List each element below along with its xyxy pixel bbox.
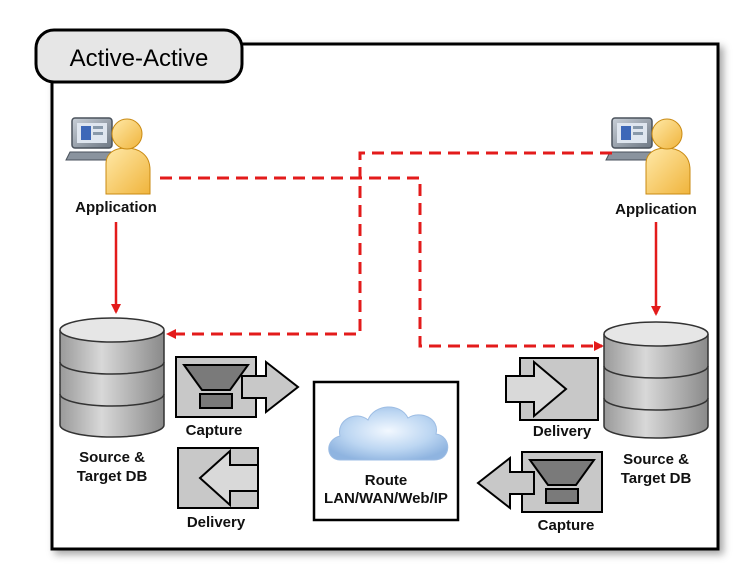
title-tab: Active-Active (34, 28, 244, 84)
route-label-line1: Route (365, 472, 408, 489)
right-application-icon (605, 117, 691, 195)
right-delivery-label: Delivery (533, 423, 592, 440)
left-capture-block (175, 356, 300, 418)
left-app-to-right-db-dashed-arrow (160, 176, 604, 351)
right-capture-arrow-icon (476, 455, 535, 511)
left-database-icon (59, 317, 165, 438)
user-computer-icon (65, 117, 151, 195)
delivery-icon (505, 357, 599, 421)
left-db-label-line1: Source & (79, 449, 145, 466)
right-app-to-left-db-dashed-arrow (166, 151, 612, 339)
right-capture-block (476, 451, 603, 513)
cloud-icon (328, 406, 449, 461)
left-delivery-block (177, 447, 259, 509)
right-delivery-block (505, 357, 599, 421)
right-db-label-line2: Target DB (621, 470, 692, 487)
database-icon (59, 317, 165, 438)
left-application-label: Application (75, 199, 157, 216)
left-application-icon (65, 117, 151, 195)
left-db-label-line2: Target DB (77, 468, 148, 485)
diagram-title: Active-Active (70, 45, 209, 72)
left-delivery-label: Delivery (187, 514, 246, 531)
right-application-label: Application (615, 201, 697, 218)
right-capture-label: Capture (538, 517, 595, 534)
right-db-label-line1: Source & (623, 451, 689, 468)
left-capture-label: Capture (186, 422, 243, 439)
left-capture-arrow-icon (241, 359, 300, 415)
route-box: Route LAN/WAN/Web/IP (312, 380, 460, 522)
delivery-icon (177, 447, 259, 509)
route-label-line2: LAN/WAN/Web/IP (324, 490, 448, 507)
capture-icon (521, 451, 603, 513)
right-database-icon (603, 321, 709, 439)
user-computer-icon (605, 117, 691, 195)
database-icon (603, 321, 709, 439)
